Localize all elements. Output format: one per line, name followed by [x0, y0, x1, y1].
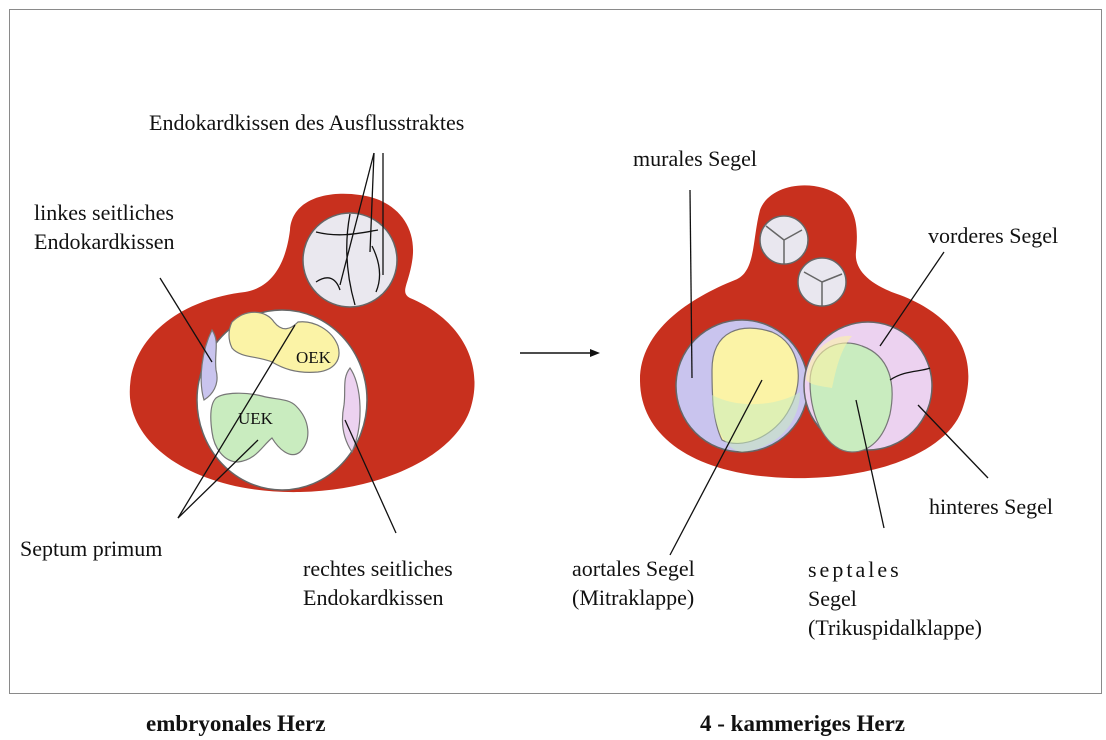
- left-lateral-label-2: Endokardkissen: [34, 229, 175, 254]
- septal-leaflet-label-3: (Trikuspidalklappe): [808, 615, 982, 640]
- right-lateral-label-1: rechtes seitliches: [303, 556, 453, 581]
- septal-leaflet-label-2: Segel: [808, 586, 857, 611]
- four-chambered-heart: [640, 185, 968, 478]
- transition-arrow: [520, 349, 600, 357]
- mitral-orifice: [676, 320, 808, 452]
- oek-label: OEK: [296, 348, 332, 367]
- embryonic-heart-caption: embryonales Herz: [146, 711, 325, 736]
- four-chambered-heart-caption: 4 - kammeriges Herz: [700, 711, 905, 736]
- septum-primum-label: Septum primum: [20, 536, 162, 561]
- aortic-valve: [760, 216, 808, 264]
- tricuspid-orifice: [804, 322, 932, 452]
- anterior-leaflet-label: vorderes Segel: [928, 223, 1058, 248]
- embryonic-heart: OEK UEK: [130, 194, 475, 492]
- left-lateral-label-1: linkes seitliches: [34, 200, 174, 225]
- uek-label: UEK: [238, 409, 274, 428]
- mural-leaflet-label: murales Segel: [633, 146, 757, 171]
- posterior-leaflet-label: hinteres Segel: [929, 494, 1053, 519]
- aortic-leaflet-label-1: aortales Segel: [572, 556, 695, 581]
- outflow-cushion-label: Endokardkissen des Ausflusstraktes: [149, 110, 464, 135]
- aortic-leaflet-label-2: (Mitraklappe): [572, 585, 694, 610]
- septal-leaflet-label-1: septales: [808, 557, 902, 582]
- pulmonary-valve: [798, 258, 846, 306]
- right-lateral-label-2: Endokardkissen: [303, 585, 444, 610]
